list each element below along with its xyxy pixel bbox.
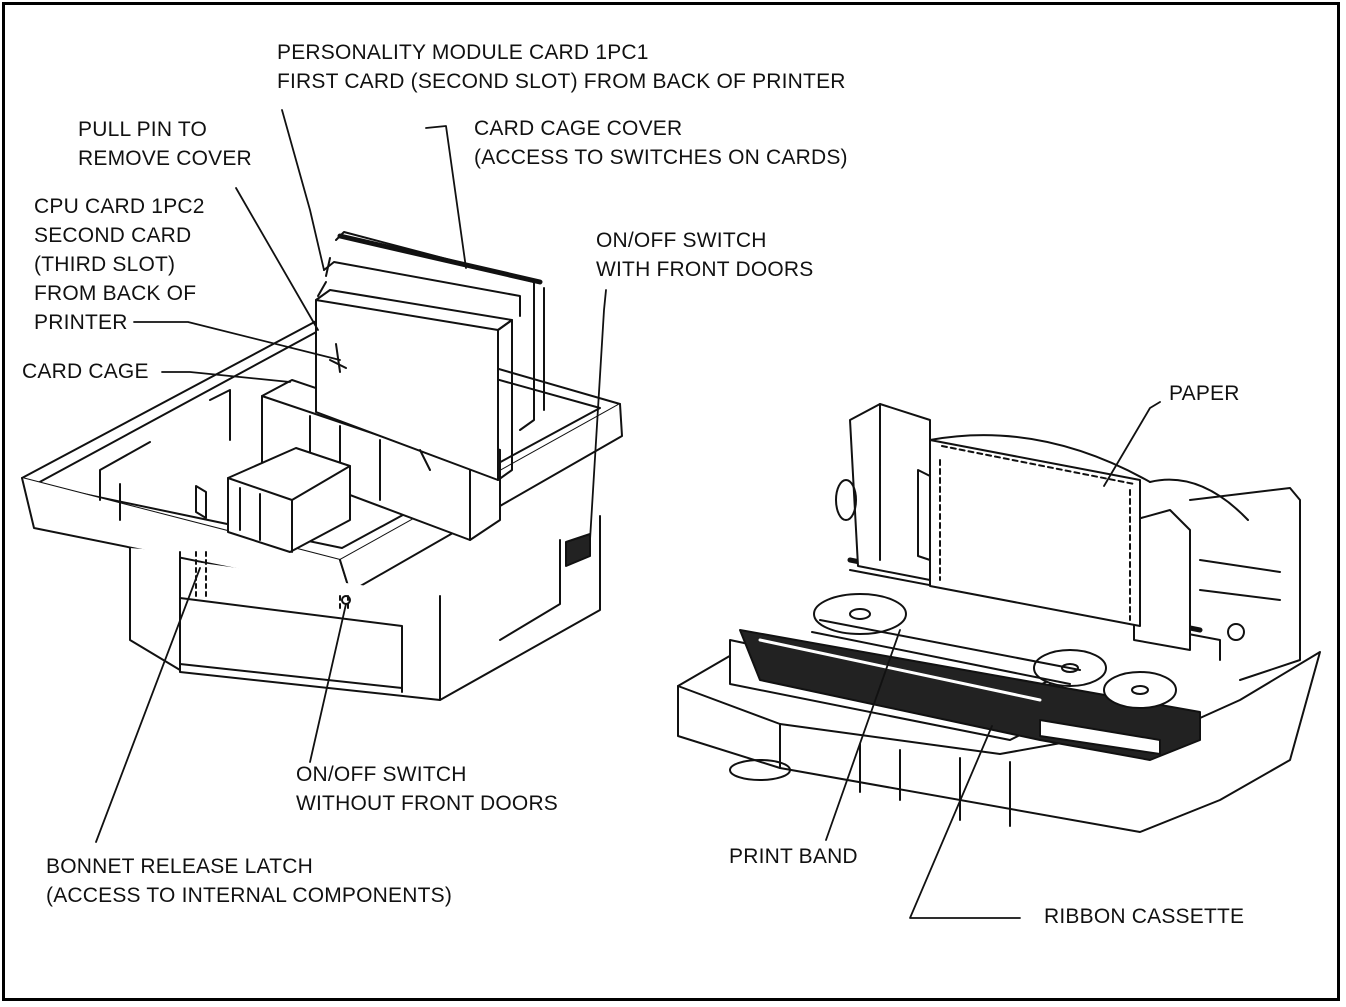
label-onoff-no-front-doors: ON/OFF SWITCH WITHOUT FRONT DOORS bbox=[296, 763, 559, 815]
right-printer-drawing bbox=[677, 403, 1321, 833]
label-print-band: PRINT BAND bbox=[729, 845, 858, 868]
leader-paper bbox=[1103, 401, 1161, 487]
leader-card-cage-cover bbox=[425, 125, 467, 269]
leader-cpu-card bbox=[133, 321, 341, 361]
left-printer-drawing bbox=[21, 231, 623, 701]
leader-print-band bbox=[825, 629, 901, 841]
label-paper: PAPER bbox=[1169, 382, 1240, 405]
leader-ribbon bbox=[909, 725, 1021, 919]
label-pull-pin: PULL PIN TO REMOVE COVER bbox=[78, 118, 252, 170]
label-card-cage-cover: CARD CAGE COVER (ACCESS TO SWITCHES ON C… bbox=[474, 117, 848, 169]
label-cpu-card: CPU CARD 1PC2 SECOND CARD (THIRD SLOT) F… bbox=[34, 195, 205, 334]
label-ribbon-cassette: RIBBON CASSETTE bbox=[1044, 905, 1245, 928]
leader-onoff-front bbox=[589, 289, 607, 541]
leader-pull-pin bbox=[235, 187, 319, 331]
leader-lines bbox=[95, 109, 1161, 919]
leader-bonnet bbox=[95, 567, 201, 843]
label-card-cage: CARD CAGE bbox=[22, 360, 149, 383]
label-personality-module: PERSONALITY MODULE CARD 1PC1 FIRST CARD … bbox=[277, 41, 846, 93]
leader-onoff-nofront bbox=[309, 603, 347, 763]
label-bonnet-release: BONNET RELEASE LATCH (ACCESS TO INTERNAL… bbox=[46, 855, 453, 907]
leader-card-cage bbox=[161, 371, 291, 383]
label-onoff-front-doors: ON/OFF SWITCH WITH FRONT DOORS bbox=[596, 229, 814, 281]
leader-personality bbox=[281, 109, 325, 271]
